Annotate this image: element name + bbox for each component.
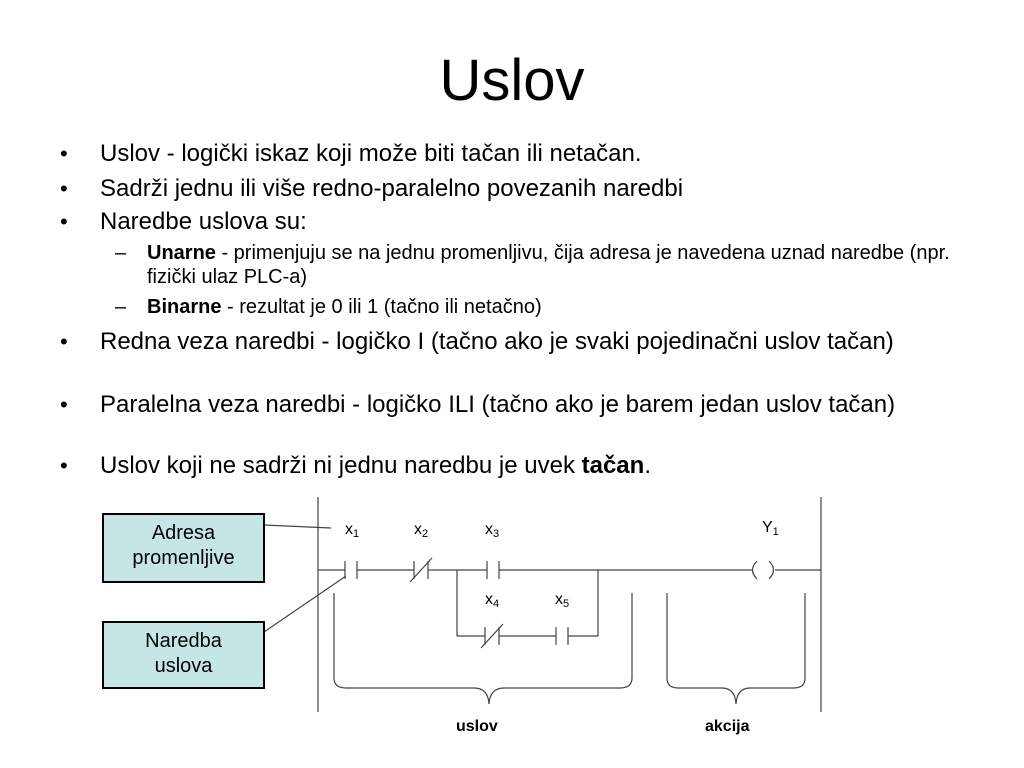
bullet-text: Uslov - logički iskaz koji može biti tač…: [100, 140, 642, 167]
bullet-text: Redna veza naredbi - logičko I (tačno ak…: [100, 328, 894, 355]
callout-instruction-line1: Naredba: [145, 630, 222, 652]
contact-label-x4: x4: [485, 591, 499, 610]
contact-x2-slash: [409, 557, 433, 583]
bullet-dot: •: [60, 392, 68, 417]
callout-instruction-box: Naredba uslova: [102, 621, 265, 689]
contact-label-x3: x3: [485, 521, 499, 540]
callout-address-line1: Adresa: [151, 522, 216, 544]
label-action: akcija: [705, 718, 750, 735]
bullet-dot: •: [60, 209, 68, 234]
coil-label-subscript: 1: [772, 526, 779, 538]
bullet-text: Naredbe uslova su:: [100, 208, 307, 235]
contact-label-x5: x5: [555, 591, 569, 610]
bullet-item: • Paralelna veza naredbi - logičko ILI (…: [60, 390, 980, 419]
bullet-text: Sadrži jednu ili više redno-paralelno po…: [100, 175, 684, 202]
bullet-dot: •: [60, 141, 68, 166]
bullet-emphasis: tačan: [581, 452, 645, 479]
contact-label-base: x: [414, 521, 422, 538]
callout-instruction-pointer: [263, 575, 347, 633]
contact-label-base: x: [485, 521, 493, 538]
bullet-dot: •: [60, 176, 68, 201]
sub-bullet-dash: –: [115, 242, 127, 264]
coil-y1-right-arc: [768, 560, 775, 580]
sub-bullet-dash: –: [115, 296, 127, 318]
coil-label-y1: Y1: [762, 519, 779, 538]
sub-bullet-text: - primenjuju se na jednu promenljivu, či…: [147, 242, 950, 288]
sub-bullet-item: – Unarne - primenjuju se na jednu promen…: [115, 241, 957, 289]
contact-label-x2: x2: [414, 521, 428, 540]
bullet-item: • Redna veza naredbi - logičko I (tačno …: [60, 327, 980, 356]
callout-address-box: Adresa promenljive: [102, 513, 265, 583]
contact-label-subscript: 4: [493, 598, 500, 610]
coil-y1-left-arc: [751, 560, 758, 580]
contact-label-subscript: 1: [353, 528, 360, 540]
sub-bullet-text: - rezultat je 0 ili 1 (tačno ili netačno…: [221, 296, 542, 318]
bullet-item: • Sadrži jednu ili više redno-paralelno …: [60, 174, 980, 203]
contact-label-x1: x1: [345, 521, 359, 540]
sub-bullet-term: Unarne: [147, 242, 216, 264]
bullet-dot: •: [60, 329, 68, 354]
coil-label-base: Y: [762, 519, 773, 536]
callout-address-line2: promenljive: [132, 547, 235, 569]
page-title: Uslov: [439, 48, 585, 113]
contact-label-base: x: [485, 591, 493, 608]
contact-label-base: x: [345, 521, 353, 538]
bullet-text: Paralelna veza naredbi - logičko ILI (ta…: [100, 391, 896, 418]
label-condition: uslov: [456, 718, 498, 735]
contact-x4-slash: [480, 623, 504, 649]
bullet-item: • Uslov - logički iskaz koji može biti t…: [60, 139, 980, 168]
contact-label-subscript: 5: [563, 598, 570, 610]
callout-instruction-line2: uslova: [154, 655, 213, 677]
contact-label-subscript: 2: [422, 528, 429, 540]
callout-address-pointer: [263, 524, 332, 529]
bullet-text-end: .: [644, 452, 651, 479]
bullet-dot: •: [60, 453, 68, 478]
sub-bullet-item: – Binarne - rezultat je 0 ili 1 (tačno i…: [115, 295, 957, 319]
brace-action: [666, 593, 806, 705]
bullet-item: • Naredbe uslova su:: [60, 207, 980, 236]
brace-condition: [333, 593, 633, 705]
bullet-text: Uslov koji ne sadrži ni jednu naredbu je…: [100, 452, 582, 479]
bullet-item: • Uslov koji ne sadrži ni jednu naredbu …: [60, 451, 980, 480]
sub-bullet-term: Binarne: [147, 296, 222, 318]
contact-label-base: x: [555, 591, 563, 608]
contact-label-subscript: 3: [493, 528, 500, 540]
